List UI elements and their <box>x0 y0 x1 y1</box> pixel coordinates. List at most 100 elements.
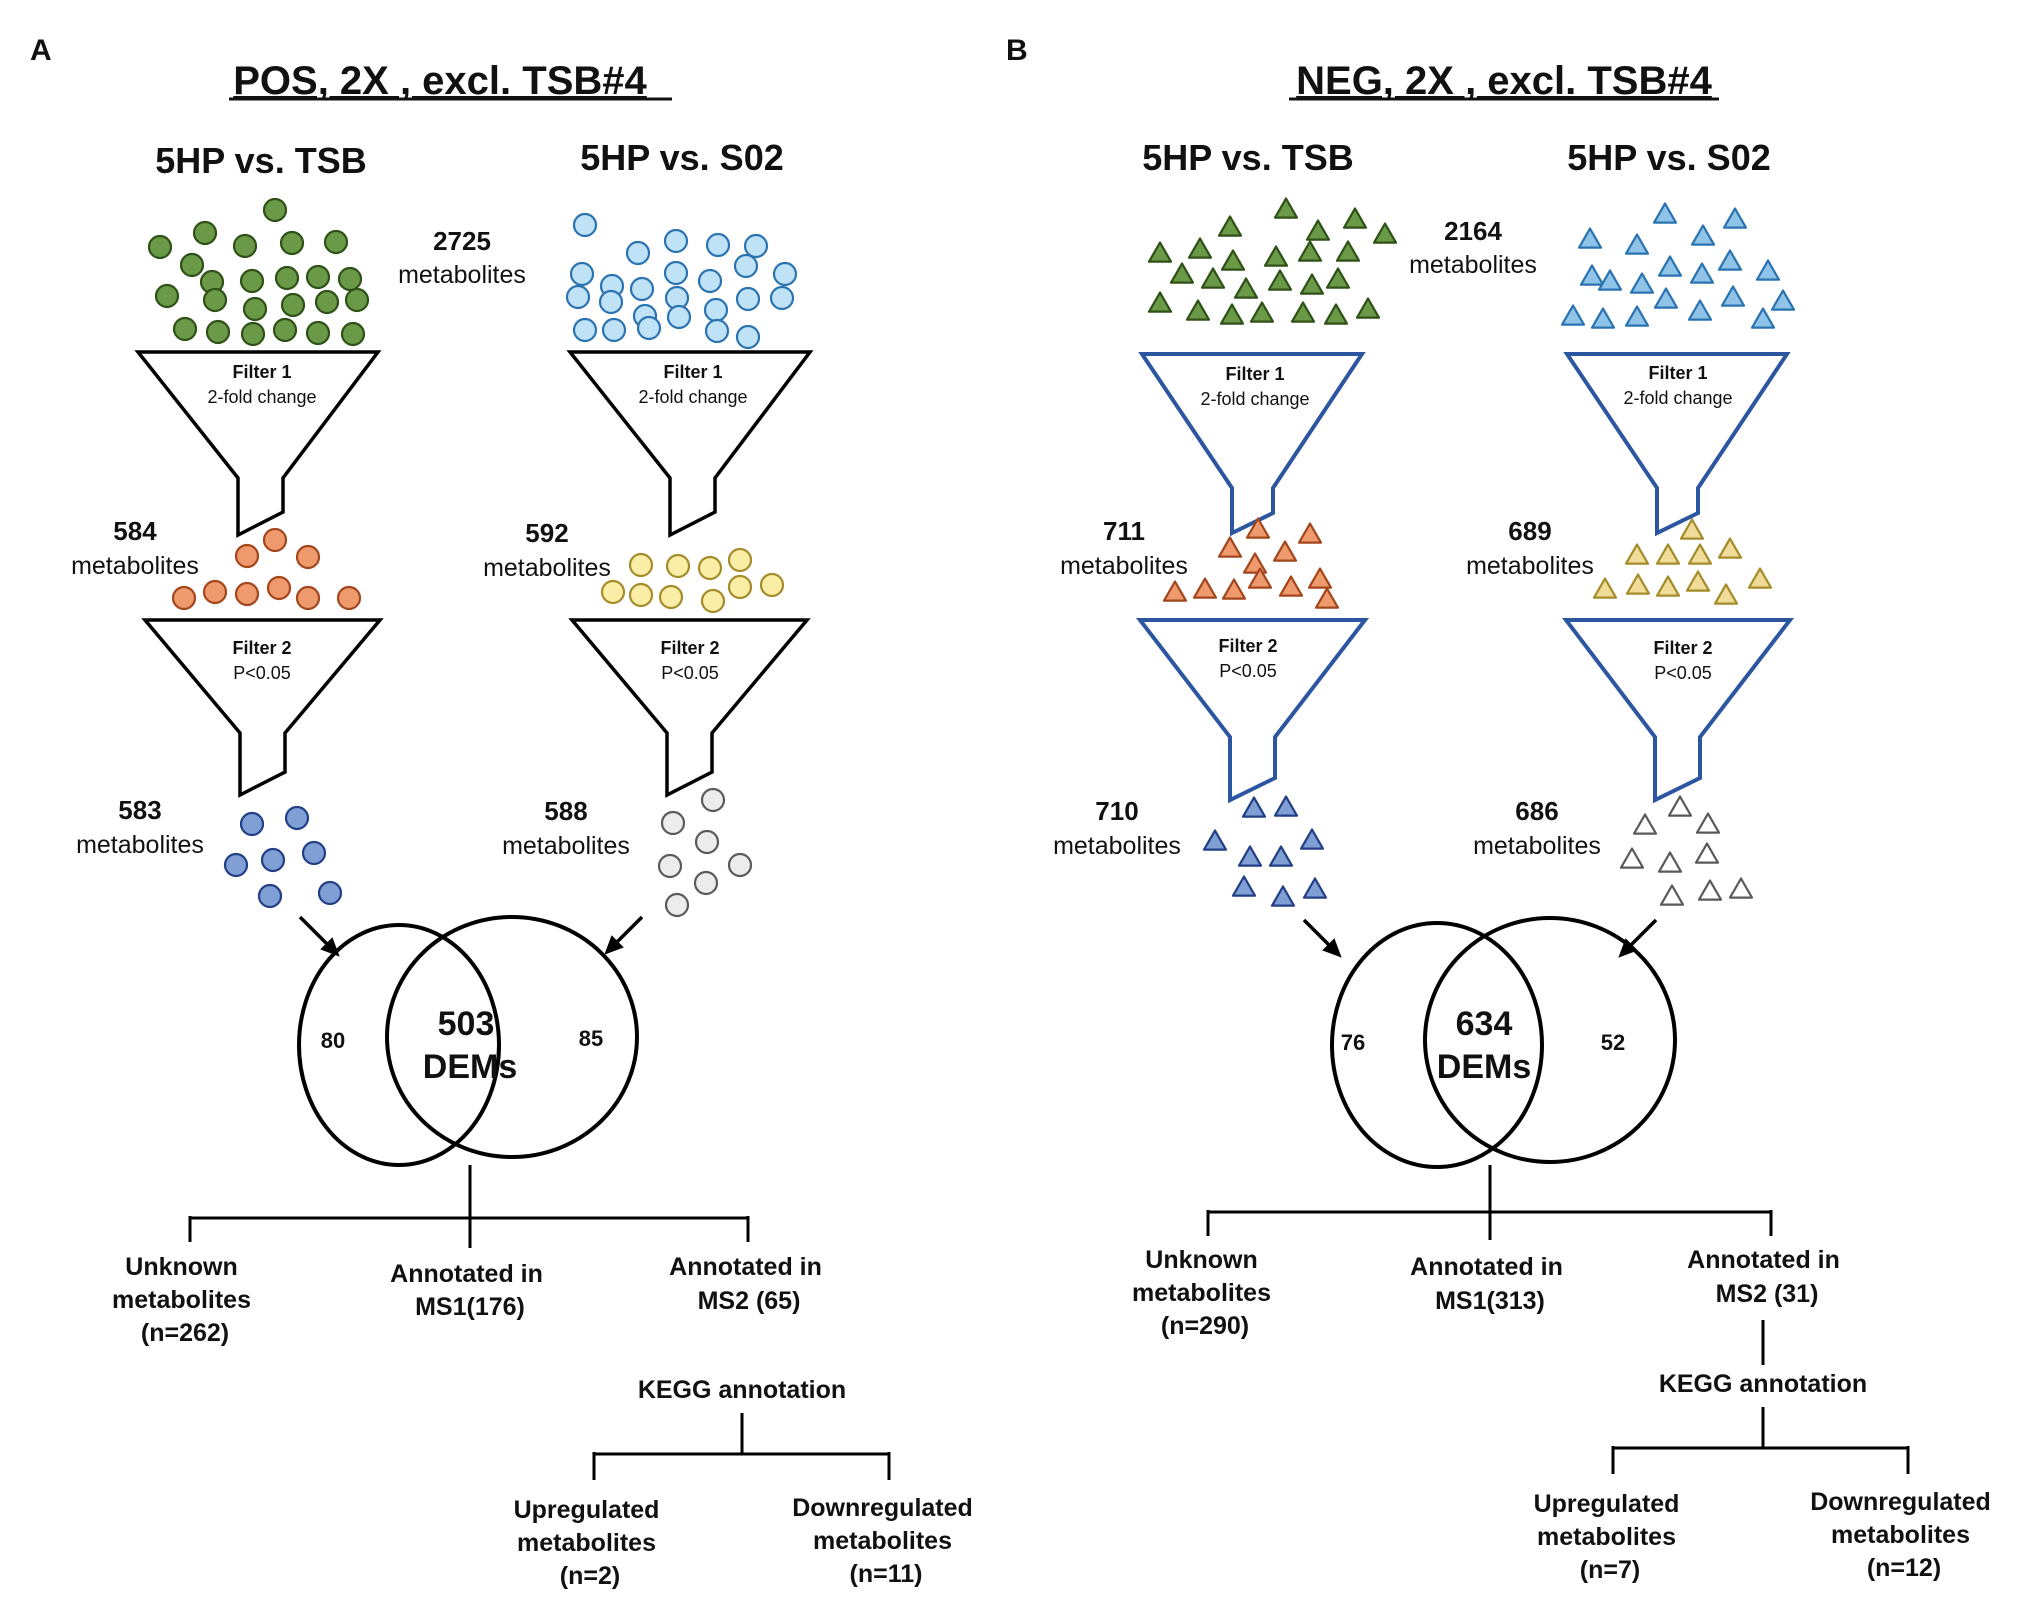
triangle-icon <box>1624 233 1650 255</box>
triangle-icon <box>1694 842 1720 864</box>
panel-a-classification-tree <box>188 1165 891 1480</box>
panel-b-filter1-left: Filter 1 2-fold change <box>1138 352 1366 537</box>
panel-b: B NEG, 2X , excl. TSB#4 5HP vs. TSB 5HP … <box>1006 34 1991 1584</box>
venn-overlap-label: DEMs <box>1437 1048 1531 1086</box>
venn-right-only: 85 <box>579 1026 603 1051</box>
circle-icon <box>697 555 723 581</box>
funnel-icon <box>566 350 814 538</box>
circle-icon <box>301 840 327 866</box>
panel-b-start-count: 2164 <box>1444 216 1502 246</box>
triangle-icon <box>1720 285 1746 307</box>
circle-icon <box>340 321 366 347</box>
panel-a-kegg: KEGG annotation <box>638 1376 846 1404</box>
triangle-icon <box>1717 537 1743 559</box>
circle-icon <box>660 810 686 836</box>
triangle-icon <box>1217 215 1243 237</box>
circle-icon <box>205 319 231 345</box>
triangle-icon <box>1713 583 1739 605</box>
circle-icon <box>628 582 654 608</box>
panel-b-filter1-right-label: metabolites <box>1466 552 1594 580</box>
funnel-icon <box>134 350 382 538</box>
circle-icon <box>171 585 197 611</box>
filter1-criterion: 2-fold change <box>1200 389 1309 409</box>
venn-circle-right <box>1423 916 1677 1164</box>
triangle-icon <box>1323 303 1349 325</box>
circle-icon <box>202 287 228 313</box>
circle-icon <box>628 552 654 578</box>
panel-b-raw-metabolites-left <box>1147 197 1398 325</box>
circle-icon <box>743 233 769 259</box>
triangle-icon <box>1202 829 1228 851</box>
circle-icon <box>234 543 260 569</box>
panel-b-filter2-right-count: 686 <box>1515 796 1558 826</box>
panel-b-filter1-right: Filter 1 2-fold change <box>1563 352 1791 537</box>
circle-icon <box>147 234 173 260</box>
panel-b-classification-tree <box>1206 1165 1910 1474</box>
circle-icon <box>337 266 363 292</box>
triangle-icon <box>1299 273 1325 295</box>
triangle-icon <box>1679 518 1705 540</box>
filter1-name: Filter 1 <box>663 362 722 382</box>
circle-icon <box>735 324 761 350</box>
triangle-icon <box>1717 249 1743 271</box>
circle-icon <box>314 289 340 315</box>
circle-icon <box>569 261 595 287</box>
funnel-icon <box>1135 618 1370 804</box>
triangle-icon <box>1624 543 1650 565</box>
circle-icon <box>700 787 726 813</box>
circle-icon <box>154 283 180 309</box>
funnel-icon <box>568 618 811 798</box>
circle-icon <box>262 197 288 223</box>
triangle-icon <box>1657 851 1683 873</box>
panel-b-start-label: metabolites <box>1409 251 1537 279</box>
venn-overlap-label: DEMs <box>423 1048 517 1086</box>
panel-a-filter1-left: Filter 1 2-fold change <box>134 350 382 538</box>
triangle-icon <box>1307 567 1333 589</box>
circle-icon <box>179 252 205 278</box>
triangle-icon <box>1560 304 1586 326</box>
panel-a-filter2-right-label: metabolites <box>502 832 630 860</box>
panel-b-ms1: Annotated in MS1(313) <box>1410 1253 1570 1315</box>
circle-icon <box>705 232 731 258</box>
triangle-icon <box>1597 269 1623 291</box>
circle-icon <box>260 847 286 873</box>
circle-icon <box>636 315 662 341</box>
panel-a-fold-change-metabolites-right <box>600 547 785 614</box>
triangle-icon <box>1217 536 1243 558</box>
panel-b-filter2-left-label: metabolites <box>1053 832 1181 860</box>
triangle-icon <box>1689 262 1715 284</box>
circle-icon <box>279 230 305 256</box>
panel-a-ms2: Annotated in MS2 (65) <box>669 1253 829 1315</box>
filter2-name: Filter 2 <box>1218 636 1277 656</box>
panel-b-title: NEG, 2X , excl. TSB#4 <box>1296 59 1712 103</box>
triangle-icon <box>1667 795 1693 817</box>
circle-icon <box>572 317 598 343</box>
panel-b-filter1-left-label: metabolites <box>1060 552 1188 580</box>
filter1-name: Filter 1 <box>1225 364 1284 384</box>
circle-icon <box>284 805 310 831</box>
triangle-icon <box>1655 575 1681 597</box>
triangle-icon <box>1231 875 1257 897</box>
triangle-icon <box>1342 207 1368 229</box>
circle-icon <box>735 286 761 312</box>
funnel-icon <box>1561 618 1795 804</box>
triangle-icon <box>1221 578 1247 600</box>
arrow-icon <box>298 915 340 957</box>
panel-b-filter2-left: Filter 2 P<0.05 <box>1135 618 1370 804</box>
panel-a-filter1-right-count: 592 <box>525 518 568 548</box>
panel-a-venn: 80 503 DEMs 85 <box>297 915 639 1167</box>
triangle-icon <box>1590 307 1616 329</box>
triangle-icon <box>1278 575 1304 597</box>
panel-b-kegg: KEGG annotation <box>1659 1370 1867 1398</box>
triangle-icon <box>1297 522 1323 544</box>
venn-left-only: 76 <box>1341 1030 1365 1055</box>
circle-icon <box>257 883 283 909</box>
triangle-icon <box>1147 291 1173 313</box>
circle-icon <box>629 276 655 302</box>
triangle-icon <box>1270 885 1296 907</box>
triangle-icon <box>1685 570 1711 592</box>
circle-icon <box>572 212 598 238</box>
circle-icon <box>733 253 759 279</box>
circle-icon <box>295 544 321 570</box>
